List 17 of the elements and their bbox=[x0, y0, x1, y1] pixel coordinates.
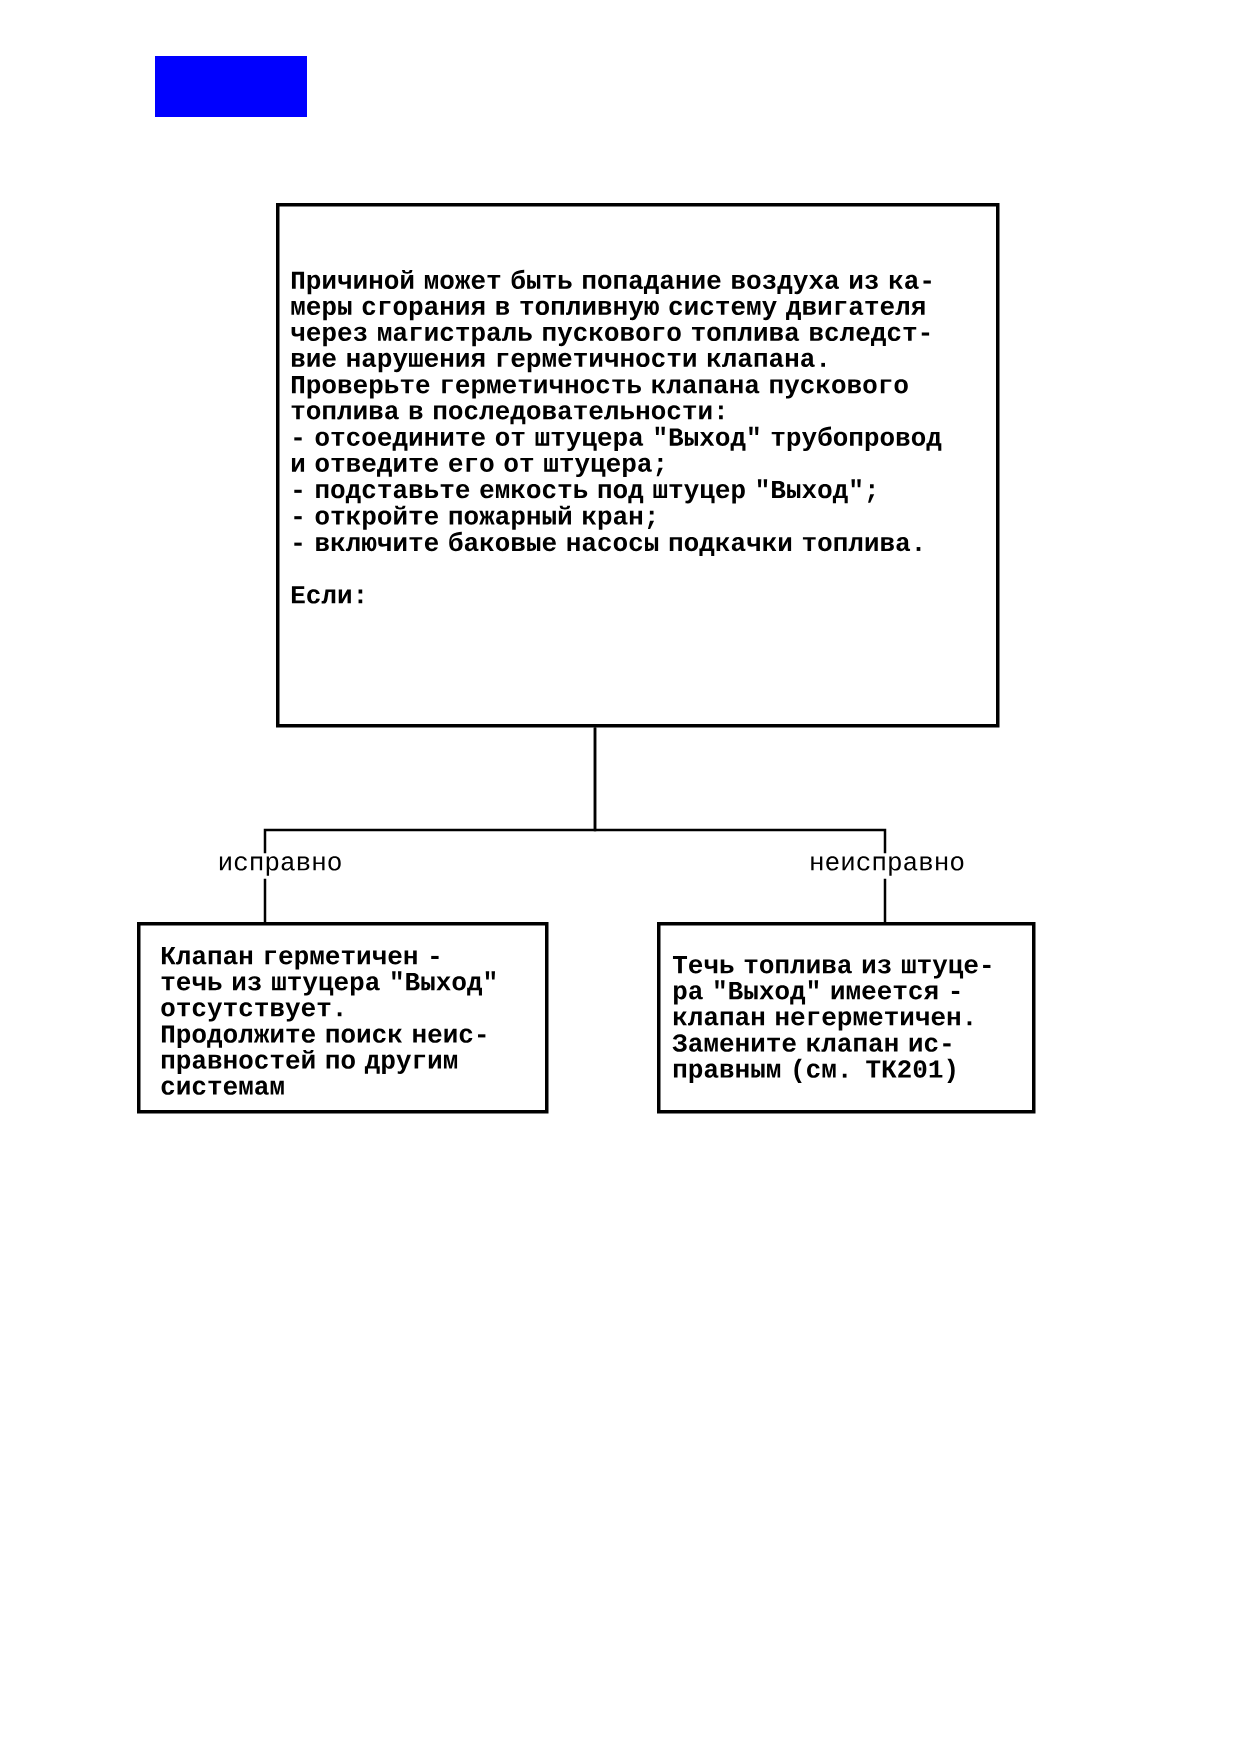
result-box bbox=[137, 922, 549, 1114]
edge-label: неисправно bbox=[806, 853, 968, 879]
paragraph: Причиной может быть попадание воздуха из ка- меры сгорания в топливную систему двигателя через магистраль пускового топлива вследст- вие нарушения герметичности клапана. bbox=[291, 269, 931, 373]
paragraph: Проверьте герметичность клапана пускового топлива в последовательности: bbox=[291, 376, 908, 425]
paragraph: Продолжите поиск неис- правностей по другим системам bbox=[161, 1025, 486, 1095]
paragraph: Замените клапан ис- правным (см. ТК201) bbox=[672, 1034, 955, 1083]
list-item: - отсоедините от штуцера "Выход" трубопровод и отведите его от штуцера; bbox=[291, 426, 942, 478]
edge-label: исправно bbox=[214, 853, 346, 879]
list-item: - включите баковые насосы подкачки топлива. bbox=[294, 531, 921, 557]
result-box bbox=[657, 922, 1036, 1114]
prompt-text: Если: bbox=[291, 586, 363, 604]
instruction-box bbox=[276, 203, 1000, 728]
paragraph: Клапан герметичен - течь из штуцера "Выход" отсутствует. bbox=[161, 947, 495, 1022]
list-item: - подставьте емкость под штуцер "Выход"; bbox=[294, 479, 875, 504]
paragraph: Течь топлива из штуце- ра "Выход" имеется - клапан негерметичен. bbox=[672, 956, 991, 1031]
connector-line bbox=[593, 727, 887, 922]
list-item: - откройте пожарный кран; bbox=[294, 505, 655, 530]
